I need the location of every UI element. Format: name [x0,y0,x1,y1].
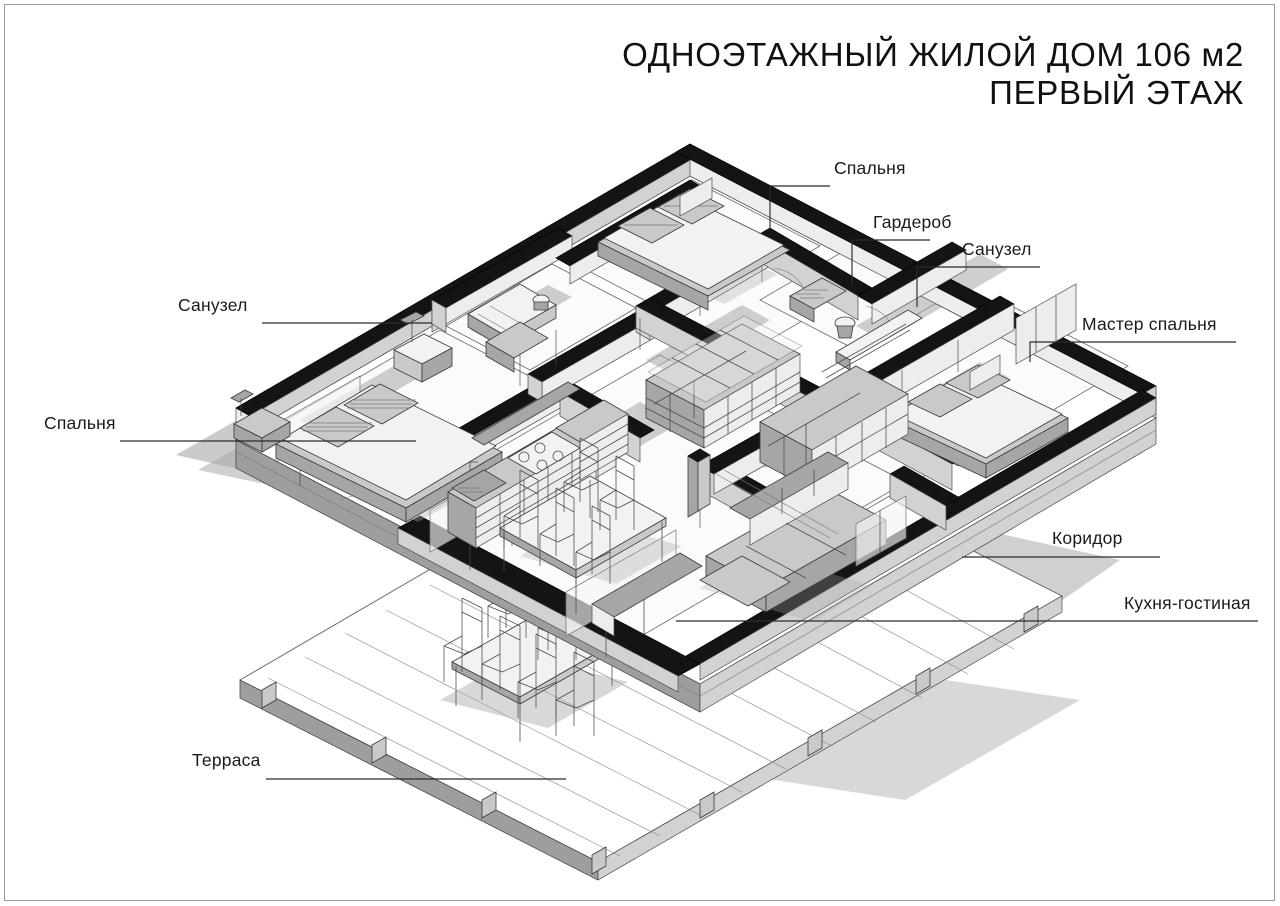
room-label-bedroom-left: Спальня [44,413,116,433]
living-room-furniture [591,448,887,637]
master-bedroom-furniture [887,283,1077,479]
kitchen [447,381,629,549]
room-label-kitchen-living: Кухня-гостиная [1124,593,1251,613]
bathroom-fixtures [467,277,923,379]
room-label-bathroom-top-right: Санузел [962,239,1032,259]
label-leaders [120,185,1258,780]
bedroom-top-furniture [597,177,791,311]
room-label-corridor: Коридор [1052,528,1123,548]
room-label-master-bedroom: Мастер спальня [1082,314,1217,334]
wardrobe-upper-grid [647,315,803,403]
corridor-details [715,469,907,567]
title-line-1: ОДНОЭТАЖНЫЙ ЖИЛОЙ ДОМ 106 м2 [622,36,1244,73]
room-label-terrace: Терраса [192,750,261,770]
bedroom-left-furniture [230,311,503,523]
sheet-title: ОДНОЭТАЖНЫЙ ЖИЛОЙ ДОМ 106 м2 ПЕРВЫЙ ЭТАЖ [622,36,1244,113]
dining-set [499,437,682,614]
room-label-bedroom-top: Спальня [834,158,906,178]
room-label-wardrobe: Гардероб [873,212,952,232]
title-line-2: ПЕРВЫЙ ЭТАЖ [989,74,1244,112]
dining-chairs [503,437,635,584]
room-label-bathroom-left: Санузел [178,295,248,315]
terrace-pier [261,605,1039,875]
